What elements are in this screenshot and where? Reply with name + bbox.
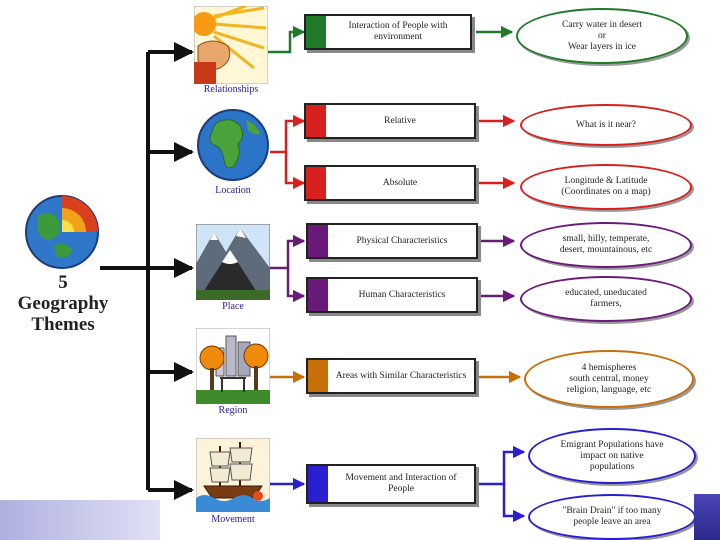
earth-cutaway-icon — [25, 195, 99, 269]
caption-relationships: Relationships — [203, 84, 259, 95]
box-human-characteristics: Human Characteristics — [306, 277, 478, 313]
cloud-line: or — [598, 30, 606, 41]
box-physical-characteristics: Physical Characteristics — [306, 223, 478, 259]
caption-region: Region — [218, 405, 248, 416]
mountain-icon — [196, 224, 270, 300]
cloud-absolute-example: Longitude & Latitude (Coordinates on a m… — [520, 164, 692, 210]
cloud-emigrant-example: Emigrant Populations have impact on nati… — [528, 428, 696, 484]
color-band — [306, 167, 326, 199]
box-interaction-environment: Interaction of People with environment — [304, 14, 472, 50]
box-similar-characteristics: Areas with Similar Characteristics — [306, 358, 476, 394]
cloud-human-example: educated, uneducated farmers, — [520, 276, 692, 322]
box-label: Interaction of People with environment — [348, 21, 448, 42]
cloud-line: populations — [589, 461, 635, 472]
box-label: Relative — [384, 115, 416, 126]
cloud-relative-example: What is it near? — [520, 104, 692, 146]
cloud-line: (Coordinates on a map) — [561, 187, 651, 197]
cloud-line: Emigrant Populations have — [560, 439, 664, 450]
movement-connectors — [270, 445, 526, 523]
title-word-themes: Themes — [31, 314, 95, 335]
cloud-brain-drain-example: "Brain Drain" if too many people leave a… — [528, 494, 696, 540]
cloud-relationships-example: Carry water in desert or Wear layers in … — [516, 8, 688, 64]
box-label: Areas with Similar Characteristics — [335, 370, 467, 381]
sailing-ship-icon — [196, 438, 270, 512]
cloud-line: religion, language, etc — [566, 384, 652, 395]
cloud-line: impact on native — [580, 450, 644, 461]
color-band — [306, 16, 326, 48]
title-word-geography: Geography — [17, 293, 109, 314]
cloud-line: 4 hemispheres — [581, 362, 637, 373]
color-band — [308, 225, 328, 257]
cloud-physical-example: small, hilly, temperate, desert, mountai… — [520, 222, 692, 268]
diagram-title: 5 Geography Themes — [4, 272, 122, 335]
location-connectors — [270, 114, 516, 190]
caption-place: Place — [222, 301, 244, 312]
title-number: 5 — [58, 272, 68, 293]
relationships-connectors — [268, 25, 514, 54]
color-band — [306, 105, 326, 137]
cloud-line: farmers, — [590, 299, 622, 309]
town-trees-icon — [196, 328, 270, 404]
cloud-line: "Brain Drain" if too many — [562, 506, 662, 516]
cloud-line: Wear layers in ice — [567, 41, 637, 52]
cloud-line: Carry water in desert — [562, 19, 642, 30]
box-relative: Relative — [304, 103, 476, 139]
slide-bottom-decoration — [0, 500, 160, 540]
color-band — [308, 466, 328, 502]
main-trunk-connector — [100, 52, 150, 490]
place-connectors — [270, 234, 516, 303]
cloud-line: south central, money — [569, 373, 649, 384]
sun-hand-icon — [194, 6, 268, 84]
box-absolute: Absolute — [304, 165, 476, 201]
box-label: Human Characteristics — [358, 289, 446, 300]
cloud-line: What is it near? — [576, 119, 636, 130]
cloud-region-example: 4 hemispheres south central, money relig… — [524, 350, 694, 408]
cloud-line: desert, mountainous, etc — [559, 245, 653, 255]
globe-icon — [197, 109, 269, 181]
slide-corner-decoration — [694, 494, 720, 540]
box-label: Absolute — [382, 177, 418, 188]
box-movement-interaction: Movement and Interaction of People — [306, 464, 476, 504]
caption-location: Location — [215, 185, 251, 196]
trunk-branch-arrows — [148, 42, 194, 500]
cloud-line: people leave an area — [573, 517, 651, 527]
caption-movement: Movement — [211, 514, 255, 525]
cloud-line: Longitude & Latitude — [564, 176, 648, 186]
color-band — [308, 279, 328, 311]
box-label: Movement and Interaction of People — [345, 473, 457, 494]
cloud-line: small, hilly, temperate, — [562, 234, 650, 244]
box-label: Physical Characteristics — [356, 235, 448, 246]
cloud-line: educated, uneducated — [565, 288, 647, 298]
color-band — [308, 360, 328, 392]
